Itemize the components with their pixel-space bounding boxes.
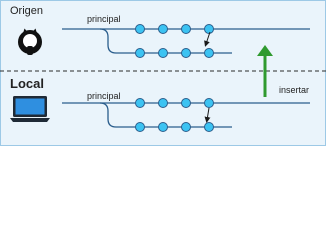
origin-merge-arrow xyxy=(204,31,211,47)
commit-node xyxy=(158,98,168,108)
local-main-commits xyxy=(135,98,214,108)
origin-feature-commits xyxy=(135,48,214,58)
commit-node xyxy=(181,48,191,58)
commit-node xyxy=(135,24,145,34)
commit-node xyxy=(181,98,191,108)
commit-node xyxy=(135,98,145,108)
commit-node xyxy=(181,122,191,132)
up-arrow-icon xyxy=(257,45,273,97)
push-label: insertar xyxy=(279,85,309,95)
commit-node xyxy=(158,24,168,34)
commit-node xyxy=(204,98,214,108)
local-branch-label: principal xyxy=(87,91,121,101)
local-feature-commits xyxy=(135,122,214,132)
local-merge-arrow xyxy=(204,107,211,123)
commit-node xyxy=(135,122,145,132)
commit-node xyxy=(158,122,168,132)
local-title: Local xyxy=(10,76,44,91)
commit-node xyxy=(204,48,214,58)
origin-branch-label: principal xyxy=(87,14,121,24)
commit-node xyxy=(204,24,214,34)
git-diagram-panel: Origen principal insertar Local principa… xyxy=(0,0,326,146)
commit-node xyxy=(158,48,168,58)
local-feature-branch-line xyxy=(99,102,232,128)
laptop-icon xyxy=(10,96,50,122)
origin-title: Origen xyxy=(10,5,43,17)
commit-node xyxy=(204,122,214,132)
commit-node xyxy=(181,24,191,34)
origin-feature-branch-line xyxy=(99,28,232,54)
github-octocat-icon xyxy=(18,28,42,55)
origin-main-commits xyxy=(135,24,214,34)
commit-node xyxy=(135,48,145,58)
